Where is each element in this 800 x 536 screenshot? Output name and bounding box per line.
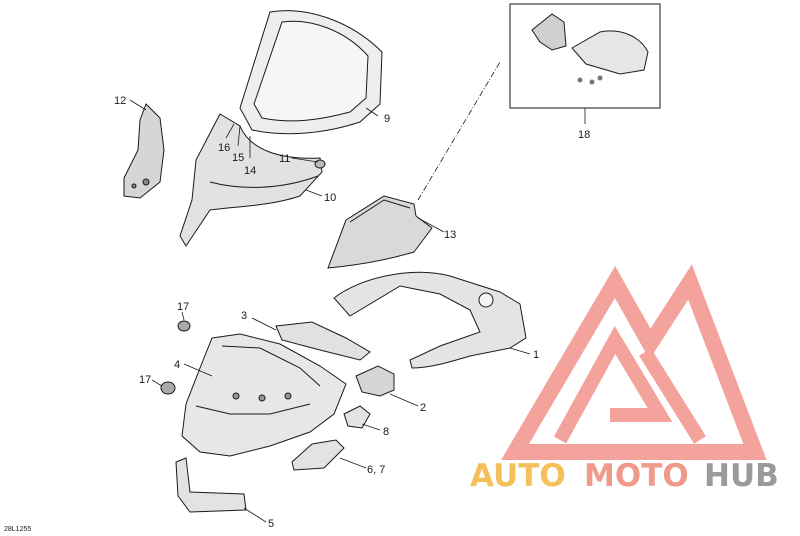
watermark-word-hub: HUB: [704, 458, 779, 494]
callout-15: 15: [232, 152, 244, 164]
part-fastener-17b: [160, 381, 176, 395]
callout-2: 2: [420, 402, 426, 414]
callout-14: 14: [244, 165, 256, 177]
callout-8: 8: [383, 426, 389, 438]
part-nose-4: [181, 333, 347, 457]
callout-18: 18: [578, 129, 590, 141]
callout-17-upper: 17: [177, 301, 189, 313]
leader-lines: [129, 99, 586, 523]
logo-inner-g: [553, 325, 673, 444]
part-6-7: [291, 439, 345, 471]
callout-4: 4: [174, 359, 180, 371]
part-fastener-17a: [177, 320, 191, 332]
callout-3: 3: [241, 310, 247, 322]
callout-17-lower: 17: [139, 374, 151, 386]
logo-triangle-outer: [501, 264, 767, 460]
callout-6-7: 6, 7: [367, 464, 385, 476]
callout-1: 1: [533, 349, 539, 361]
callout-5: 5: [268, 518, 274, 530]
part-deflector: [179, 113, 323, 247]
watermark-word-auto: AUTO: [470, 458, 566, 494]
part-5: [175, 457, 247, 513]
callout-labels: 12 16 15 14 11 9 10 13 18 17 3 4 17 1 2 …: [114, 95, 590, 530]
watermark-word-moto: MOTO: [584, 458, 689, 494]
document-code: 28L1255: [4, 526, 31, 533]
callout-9: 9: [384, 113, 390, 125]
callout-10: 10: [324, 192, 336, 204]
part-grommet-11: [314, 159, 326, 169]
watermark-wordmark: AUTO MOTO HUB: [470, 458, 779, 494]
leader-13-18: [417, 61, 501, 201]
part-8: [343, 405, 371, 429]
callout-13: 13: [444, 229, 456, 241]
watermark-logo-icon: [501, 264, 767, 460]
part-bracket-12: [123, 103, 165, 199]
callout-11: 11: [279, 153, 290, 165]
logo-inner-stroke: [639, 348, 706, 444]
callout-12: 12: [114, 95, 126, 107]
part-inset-18: [509, 3, 661, 109]
part-windshield: [239, 10, 383, 135]
part-side-panel-13: [327, 195, 433, 269]
part-hood-1: [333, 271, 527, 369]
callout-16: 16: [218, 142, 230, 154]
part-2: [355, 365, 395, 397]
part-3: [275, 321, 371, 361]
